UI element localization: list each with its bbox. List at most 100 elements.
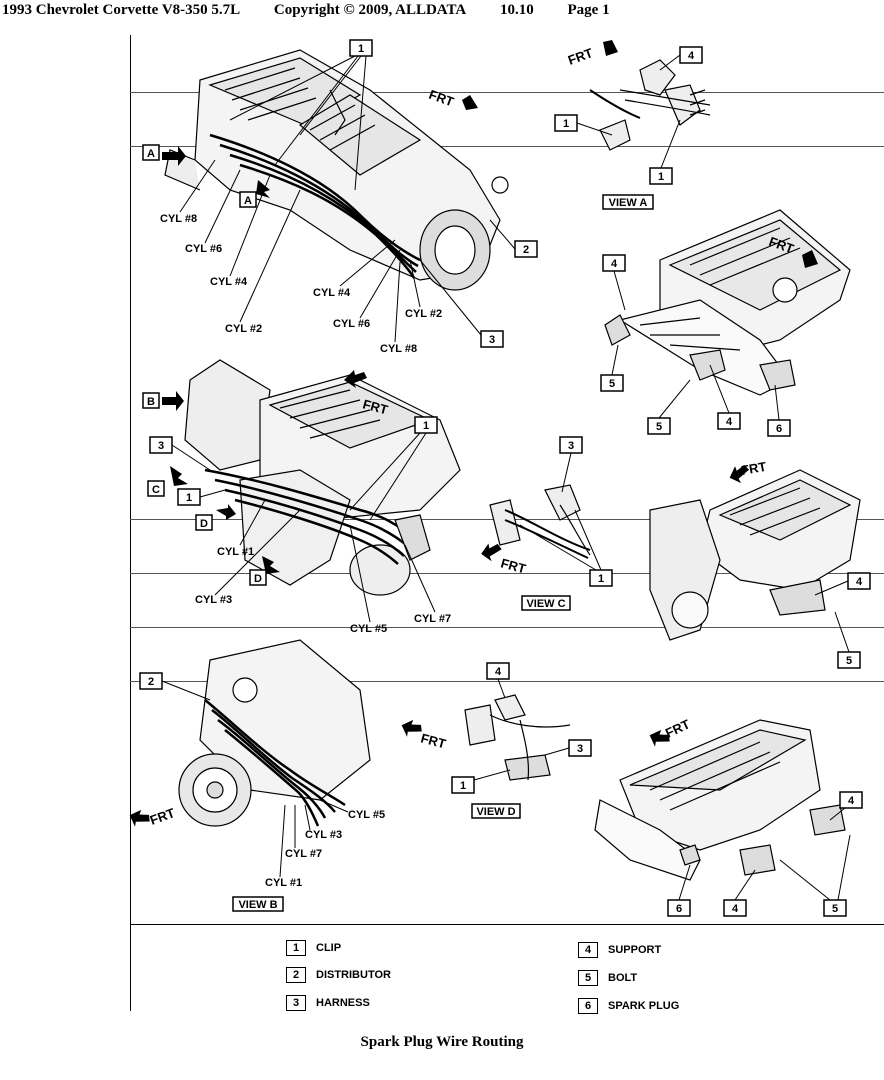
svg-text:4: 4 (611, 258, 618, 270)
svg-text:1: 1 (658, 171, 664, 183)
legend-item-support: 4 SUPPORT (578, 942, 661, 958)
version-text: 10.10 (500, 2, 534, 18)
cyl-7-label-b: CYL #7 (285, 848, 322, 860)
engine-right-mid-illustration (649, 469, 861, 641)
svg-text:4: 4 (726, 416, 733, 428)
svg-text:VIEW C: VIEW C (526, 598, 565, 610)
view-b-illustration (178, 639, 371, 827)
svg-text:2: 2 (523, 244, 529, 256)
legend-label: SUPPORT (608, 944, 662, 956)
legend-label: SPARK PLUG (608, 1000, 680, 1012)
svg-text:3: 3 (577, 743, 583, 755)
frt-arrow-view-b: FRT (129, 805, 177, 828)
svg-text:5: 5 (656, 421, 662, 433)
cyl-labels-top: CYL #8 CYL #6 CYL #4 CYL #2 CYL #4 CYL #… (160, 213, 442, 355)
legend-number: 3 (286, 995, 306, 1011)
legend-item-harness: 3 HARNESS (286, 995, 370, 1011)
view-c-illustration (489, 484, 591, 559)
legend-item-bolt: 5 BOLT (578, 970, 637, 986)
legend-number: 2 (286, 967, 306, 983)
view-b-label: VIEW B (232, 896, 284, 912)
legend-divider (130, 924, 884, 925)
page-number: Page 1 (567, 2, 610, 18)
legend-label: HARNESS (316, 997, 370, 1009)
svg-text:D: D (200, 518, 208, 530)
view-marker-c: C (147, 466, 188, 497)
svg-text:VIEW D: VIEW D (476, 806, 515, 818)
svg-text:VIEW B: VIEW B (238, 899, 277, 911)
svg-text:4: 4 (732, 903, 739, 915)
svg-text:1: 1 (186, 492, 192, 504)
svg-text:6: 6 (676, 903, 682, 915)
cyl-3-label-b: CYL #3 (305, 829, 342, 841)
frt-arrow-view-c: FRT (481, 543, 528, 576)
svg-text:FRT: FRT (499, 555, 527, 576)
legend-label: CLIP (316, 942, 342, 954)
svg-text:C: C (152, 484, 160, 496)
view-c-label: VIEW C (521, 595, 571, 611)
lower-callout-5: 5 (779, 834, 851, 917)
svg-text:4: 4 (495, 666, 502, 678)
svg-text:4: 4 (856, 576, 863, 588)
view-a-callout-1b: 1 (649, 119, 681, 185)
head-callout-4-mid: 4 (709, 364, 741, 430)
callout-2-top: 2 (489, 219, 538, 258)
divider-line (130, 627, 884, 628)
svg-text:3: 3 (158, 440, 164, 452)
divider-line (130, 573, 884, 574)
svg-text:FRT: FRT (419, 730, 447, 751)
mid-callout-3: 3 (149, 436, 211, 471)
cyl-leaders-middle (214, 499, 436, 623)
cyl-6-label: CYL #6 (185, 243, 222, 255)
view-d-label: VIEW D (471, 803, 521, 819)
frt-arrow-top: FRT (427, 87, 478, 110)
divider-line (130, 681, 884, 682)
svg-text:1: 1 (598, 573, 604, 585)
cyl-2-label: CYL #2 (225, 323, 262, 335)
view-marker-d-2: D (249, 556, 280, 586)
head-callout-6: 6 (767, 384, 791, 437)
svg-text:FRT: FRT (566, 45, 595, 68)
mid-callout-1-right: 1 (349, 416, 438, 521)
cyl-labels-middle: CYL #1 CYL #3 CYL #5 CYL #7 (195, 546, 451, 635)
lower-callout-6: 6 (667, 864, 691, 917)
cyl-leaders-bottom (279, 799, 349, 878)
cyl-8-label: CYL #8 (160, 213, 197, 225)
svg-text:5: 5 (846, 655, 852, 667)
svg-text:A: A (147, 148, 155, 160)
cyl-3-label: CYL #3 (195, 594, 232, 606)
right-mid-callout-4: 4 (814, 572, 871, 596)
view-b-callout-2: 2 (139, 672, 211, 701)
svg-text:5: 5 (609, 378, 615, 390)
figure-caption: Spark Plug Wire Routing (360, 1034, 524, 1050)
legend-item-distributor: 2 DISTRIBUTOR (286, 967, 391, 983)
frt-arrow-view-a: FRT (566, 40, 618, 68)
diagram-frame (130, 35, 884, 1011)
view-d-illustration (464, 694, 571, 781)
head-callout-5-left: 5 (600, 344, 624, 392)
view-a-label: VIEW A (602, 194, 654, 210)
legend-item-clip: 1 CLIP (286, 940, 341, 956)
divider-line (130, 146, 884, 147)
view-c-callout-1: 1 (519, 509, 613, 587)
svg-text:1: 1 (460, 780, 466, 792)
legend-number: 4 (578, 942, 598, 958)
svg-text:4: 4 (848, 795, 855, 807)
legend-item-spark-plug: 6 SPARK PLUG (578, 998, 679, 1014)
view-d-callout-3: 3 (544, 739, 592, 757)
callout-3-top: 3 (419, 259, 504, 348)
cyl-6-label-right: CYL #6 (333, 318, 370, 330)
right-mid-callout-5: 5 (834, 611, 861, 669)
lower-callout-4-right: 4 (829, 791, 863, 821)
view-marker-d: D (195, 504, 236, 531)
divider-line (130, 92, 884, 93)
view-a-illustration (589, 59, 711, 151)
svg-text:FRT: FRT (663, 716, 692, 740)
svg-text:2: 2 (148, 676, 154, 688)
legend-label: BOLT (608, 972, 638, 984)
legend-number: 1 (286, 940, 306, 956)
vehicle-title: 1993 Chevrolet Corvette V8-350 5.7L (2, 2, 241, 18)
head-callout-5-mid: 5 (647, 379, 691, 435)
svg-text:3: 3 (568, 440, 574, 452)
